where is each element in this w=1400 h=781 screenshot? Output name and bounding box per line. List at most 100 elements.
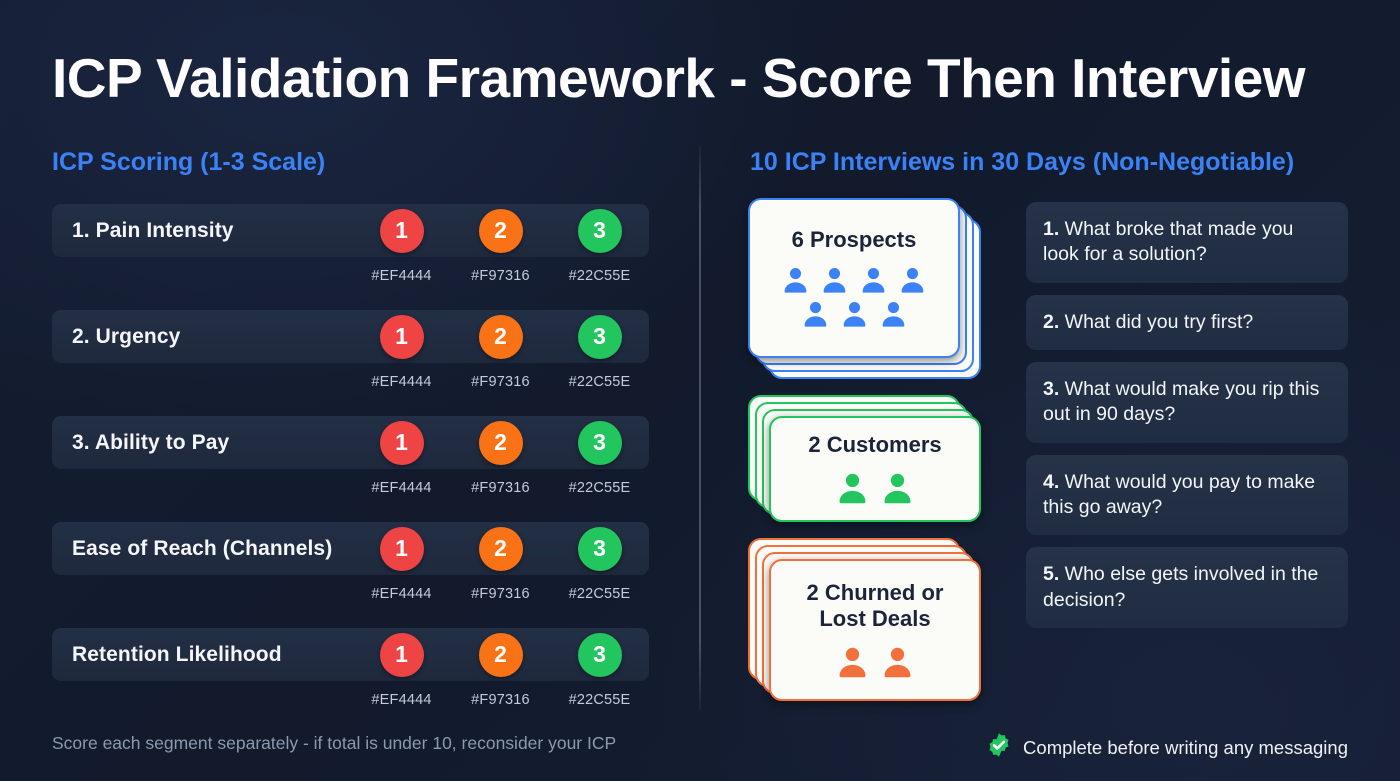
card-title: 2 Churned or Lost Deals xyxy=(806,580,944,631)
hex-code-label: #22C55E xyxy=(568,268,631,284)
hex-code-label: #22C55E xyxy=(568,586,631,602)
score-dot-cell: 3 xyxy=(550,314,649,359)
score-dot-cell: 3 xyxy=(550,632,649,677)
section-heading-scoring: ICP Scoring (1-3 Scale) xyxy=(52,148,326,176)
score-dot-cell: 2 xyxy=(451,632,550,677)
score-dot-1[interactable]: 1 xyxy=(379,314,424,359)
hex-code-label: #22C55E xyxy=(568,374,631,390)
interview-question-card[interactable]: 1. What broke that made you look for a s… xyxy=(1026,202,1348,283)
question-body: What broke that made you look for a solu… xyxy=(1043,218,1294,266)
hex-code-label: #EF4444 xyxy=(371,586,432,602)
interview-question-card[interactable]: 3. What would make you rip this out in 9… xyxy=(1026,362,1348,443)
interview-question-card[interactable]: 5. Who else gets involved in the decisio… xyxy=(1026,547,1348,629)
hex-code-label: #F97316 xyxy=(471,374,530,390)
hex-code-label: #F97316 xyxy=(471,586,530,602)
score-dot-cell: 2 xyxy=(451,526,550,571)
question-number: 2. xyxy=(1043,310,1060,333)
score-dots: 1 2 3 xyxy=(352,310,649,363)
interview-questions-column: 1. What broke that made you look for a s… xyxy=(1026,202,1348,640)
score-dot-1[interactable]: 1 xyxy=(379,526,424,571)
score-dot-cell: 1 xyxy=(352,526,451,571)
page-title: ICP Validation Framework - Score Then In… xyxy=(52,47,1306,109)
hex-label-cell: #F97316 xyxy=(451,480,550,496)
card-face: 6 Prospects xyxy=(748,198,960,358)
score-row-pill[interactable]: 2. Urgency 1 2 3 xyxy=(52,310,649,363)
hex-label-cell: #F97316 xyxy=(451,268,550,284)
hex-label-cell: #F97316 xyxy=(451,374,550,390)
hex-label-row: #EF4444 #F97316 #22C55E xyxy=(352,261,649,291)
hex-code-label: #EF4444 xyxy=(371,480,432,496)
score-dot-2[interactable]: 2 xyxy=(478,420,523,465)
footer-note-right-text: Complete before writing any messaging xyxy=(1023,736,1348,758)
question-body: What would make you rip this out in 90 d… xyxy=(1043,378,1320,426)
hex-code-label: #EF4444 xyxy=(371,268,432,284)
hex-label-row: #EF4444 #F97316 #22C55E xyxy=(352,685,649,715)
people-icon-row xyxy=(780,264,928,295)
score-dot-3[interactable]: 3 xyxy=(577,420,622,465)
person-icon xyxy=(780,264,811,295)
hex-label-cell: #22C55E xyxy=(550,374,649,390)
score-dot-cell: 3 xyxy=(550,208,649,253)
score-dot-cell: 1 xyxy=(352,420,451,465)
people-icon-row xyxy=(834,643,916,680)
interview-question-card[interactable]: 4. What would you pay to make this go aw… xyxy=(1026,454,1348,536)
score-dot-3[interactable]: 3 xyxy=(577,632,622,677)
hex-label-cell: #EF4444 xyxy=(352,374,451,390)
sample-cards-column: 6 Prospects 2 Customers 2 Churned or Lost … xyxy=(748,198,992,717)
card-title: 2 Customers xyxy=(808,432,942,458)
person-icon xyxy=(834,643,871,680)
hex-label-cell: #F97316 xyxy=(451,586,550,602)
sample-card[interactable]: 2 Customers xyxy=(748,395,981,522)
score-row-label: 3. Ability to Pay xyxy=(72,430,230,454)
interview-question-text: 2. What did you try first? xyxy=(1043,310,1253,335)
score-row-pill[interactable]: 3. Ability to Pay 1 2 3 xyxy=(52,416,649,469)
score-row-pill[interactable]: Retention Likelihood 1 2 3 xyxy=(52,628,649,681)
score-dot-cell: 1 xyxy=(352,632,451,677)
score-dot-2[interactable]: 2 xyxy=(478,208,523,253)
hex-label-cell: #EF4444 xyxy=(352,692,451,708)
people-icon-group xyxy=(834,643,916,680)
score-row-label: 2. Urgency xyxy=(72,324,181,348)
score-dots: 1 2 3 xyxy=(352,416,649,469)
question-body: What did you try first? xyxy=(1059,310,1254,333)
person-icon xyxy=(858,264,889,295)
hex-label-cell: #22C55E xyxy=(550,480,649,496)
interview-question-text: 3. What would make you rip this out in 9… xyxy=(1043,377,1331,428)
score-row-label: 1. Pain Intensity xyxy=(72,218,234,242)
hex-label-cell: #EF4444 xyxy=(352,586,451,602)
score-dot-2[interactable]: 2 xyxy=(478,526,523,571)
score-row: 3. Ability to Pay 1 2 3 #EF4444 #F97316#22C55… xyxy=(52,416,649,522)
score-dot-1[interactable]: 1 xyxy=(379,632,424,677)
footer-note-left: Score each segment separately - if total… xyxy=(52,733,617,753)
score-dot-cell: 2 xyxy=(451,208,550,253)
question-number: 5. xyxy=(1043,563,1060,586)
score-row-pill[interactable]: 1. Pain Intensity 1 2 3 xyxy=(52,204,649,257)
sample-card[interactable]: 6 Prospects xyxy=(748,198,981,379)
score-dot-3[interactable]: 3 xyxy=(577,526,622,571)
hex-label-cell: #F97316 xyxy=(451,692,550,708)
score-dot-cell: 3 xyxy=(550,420,649,465)
score-dot-2[interactable]: 2 xyxy=(478,314,523,359)
score-row: Retention Likelihood 1 2 3 #EF4444 #F97316 #22… xyxy=(52,628,649,734)
score-dot-1[interactable]: 1 xyxy=(379,420,424,465)
hex-label-cell: #22C55E xyxy=(550,586,649,602)
score-dot-2[interactable]: 2 xyxy=(478,632,523,677)
score-row-label: Retention Likelihood xyxy=(72,642,282,666)
hex-label-cell: #22C55E xyxy=(550,268,649,284)
score-dot-1[interactable]: 1 xyxy=(379,208,424,253)
sample-card[interactable]: 2 Churned or Lost Deals xyxy=(748,538,981,701)
person-icon xyxy=(800,298,831,329)
person-icon xyxy=(839,298,870,329)
person-icon xyxy=(879,643,916,680)
hex-code-label: #22C55E xyxy=(568,692,631,708)
interview-question-card[interactable]: 2. What did you try first? xyxy=(1026,294,1348,351)
people-icon-row xyxy=(834,469,916,506)
score-dot-3[interactable]: 3 xyxy=(577,208,622,253)
hex-code-label: #F97316 xyxy=(471,692,530,708)
score-dot-3[interactable]: 3 xyxy=(577,314,622,359)
card-face: 2 Churned or Lost Deals xyxy=(769,559,981,701)
score-dot-cell: 2 xyxy=(451,420,550,465)
question-number: 4. xyxy=(1043,470,1060,493)
